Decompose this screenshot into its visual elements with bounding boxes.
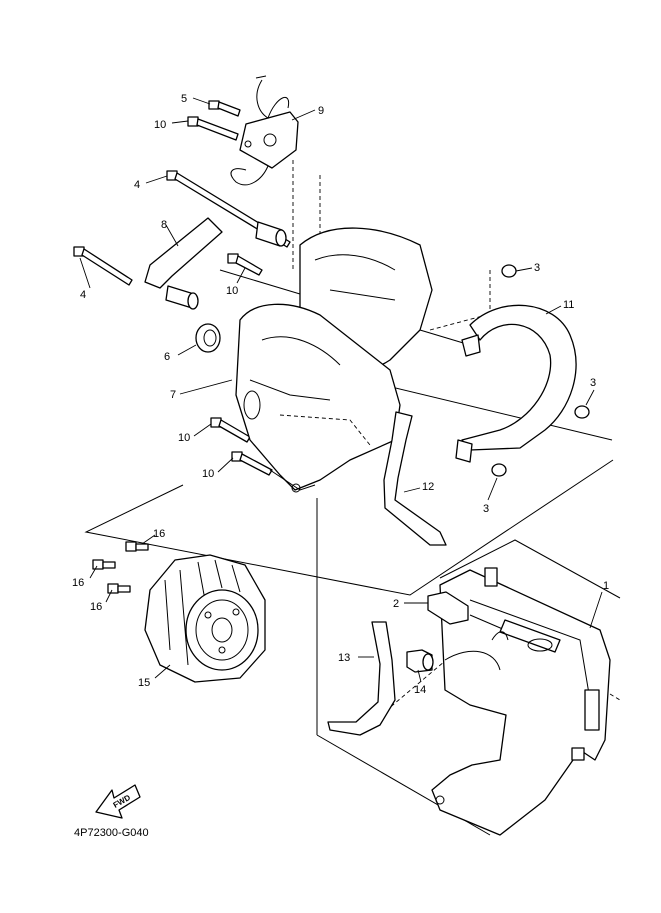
part-8-stay: [144, 217, 287, 310]
callout-11: 11: [563, 299, 574, 311]
part-5-bolt: [208, 100, 241, 117]
callout-8: 8: [161, 219, 167, 231]
callout-5: 5: [181, 93, 187, 105]
callout-10-top: 10: [154, 119, 166, 131]
wire-lead: [444, 631, 509, 671]
callout-1: 1: [603, 580, 609, 592]
callout-16-1: 16: [153, 528, 165, 540]
callout-16-3: 16: [90, 601, 102, 613]
fwd-arrow-icon: FWD: [95, 784, 141, 819]
part-16-bolt-3: [107, 583, 131, 594]
part-10-bolt-low2: [231, 451, 273, 476]
part-13-stay: [327, 621, 396, 736]
callout-4-upper: 4: [134, 179, 140, 191]
callout-3-top: 3: [534, 262, 540, 274]
callout-16-2: 16: [72, 577, 84, 589]
callout-10-low2: 10: [202, 468, 214, 480]
part-4-bolt-lower: [73, 246, 133, 286]
callout-6: 6: [164, 351, 170, 363]
part-6-grommet: [195, 323, 221, 353]
part-9-bracket: [230, 75, 299, 186]
part-11-ring: [455, 304, 577, 463]
callout-10-low1: 10: [178, 432, 190, 444]
callout-10-mid: 10: [226, 285, 238, 297]
part-14-collar: [406, 649, 434, 673]
part-10-bolt-top: [187, 116, 239, 141]
figure-code: 4P72300-G040: [74, 827, 149, 839]
part-3-collar-top: [501, 264, 517, 278]
callout-2: 2: [393, 598, 399, 610]
part-10-bolt-mid: [227, 253, 263, 276]
callouts: 5 10 9 4 8 4 10 6 7 10 10 3 11 3 3 12 16…: [72, 93, 609, 696]
part-12-stay: [383, 411, 447, 546]
callout-12: 12: [422, 481, 434, 493]
part-7-shroud: [235, 227, 433, 493]
part-16-bolt-1: [125, 541, 149, 552]
callout-7: 7: [170, 389, 176, 401]
leader-lines: [79, 97, 603, 683]
callout-15: 15: [138, 677, 150, 689]
part-3-collar-bottom: [491, 463, 507, 477]
callout-14: 14: [414, 684, 426, 696]
callout-13: 13: [338, 652, 350, 664]
callout-3-right: 3: [590, 377, 596, 389]
part-15-flywheel: [144, 554, 266, 683]
part-10-bolt-low1: [210, 417, 251, 443]
callout-3-bottom: 3: [483, 503, 489, 515]
part-1-bracket: [431, 567, 611, 836]
part-16-bolt-2: [92, 559, 116, 570]
callout-4-lower: 4: [80, 289, 86, 301]
part-3-collar-right: [574, 405, 590, 419]
callout-9: 9: [318, 105, 324, 117]
part-2-pad: [427, 591, 469, 625]
